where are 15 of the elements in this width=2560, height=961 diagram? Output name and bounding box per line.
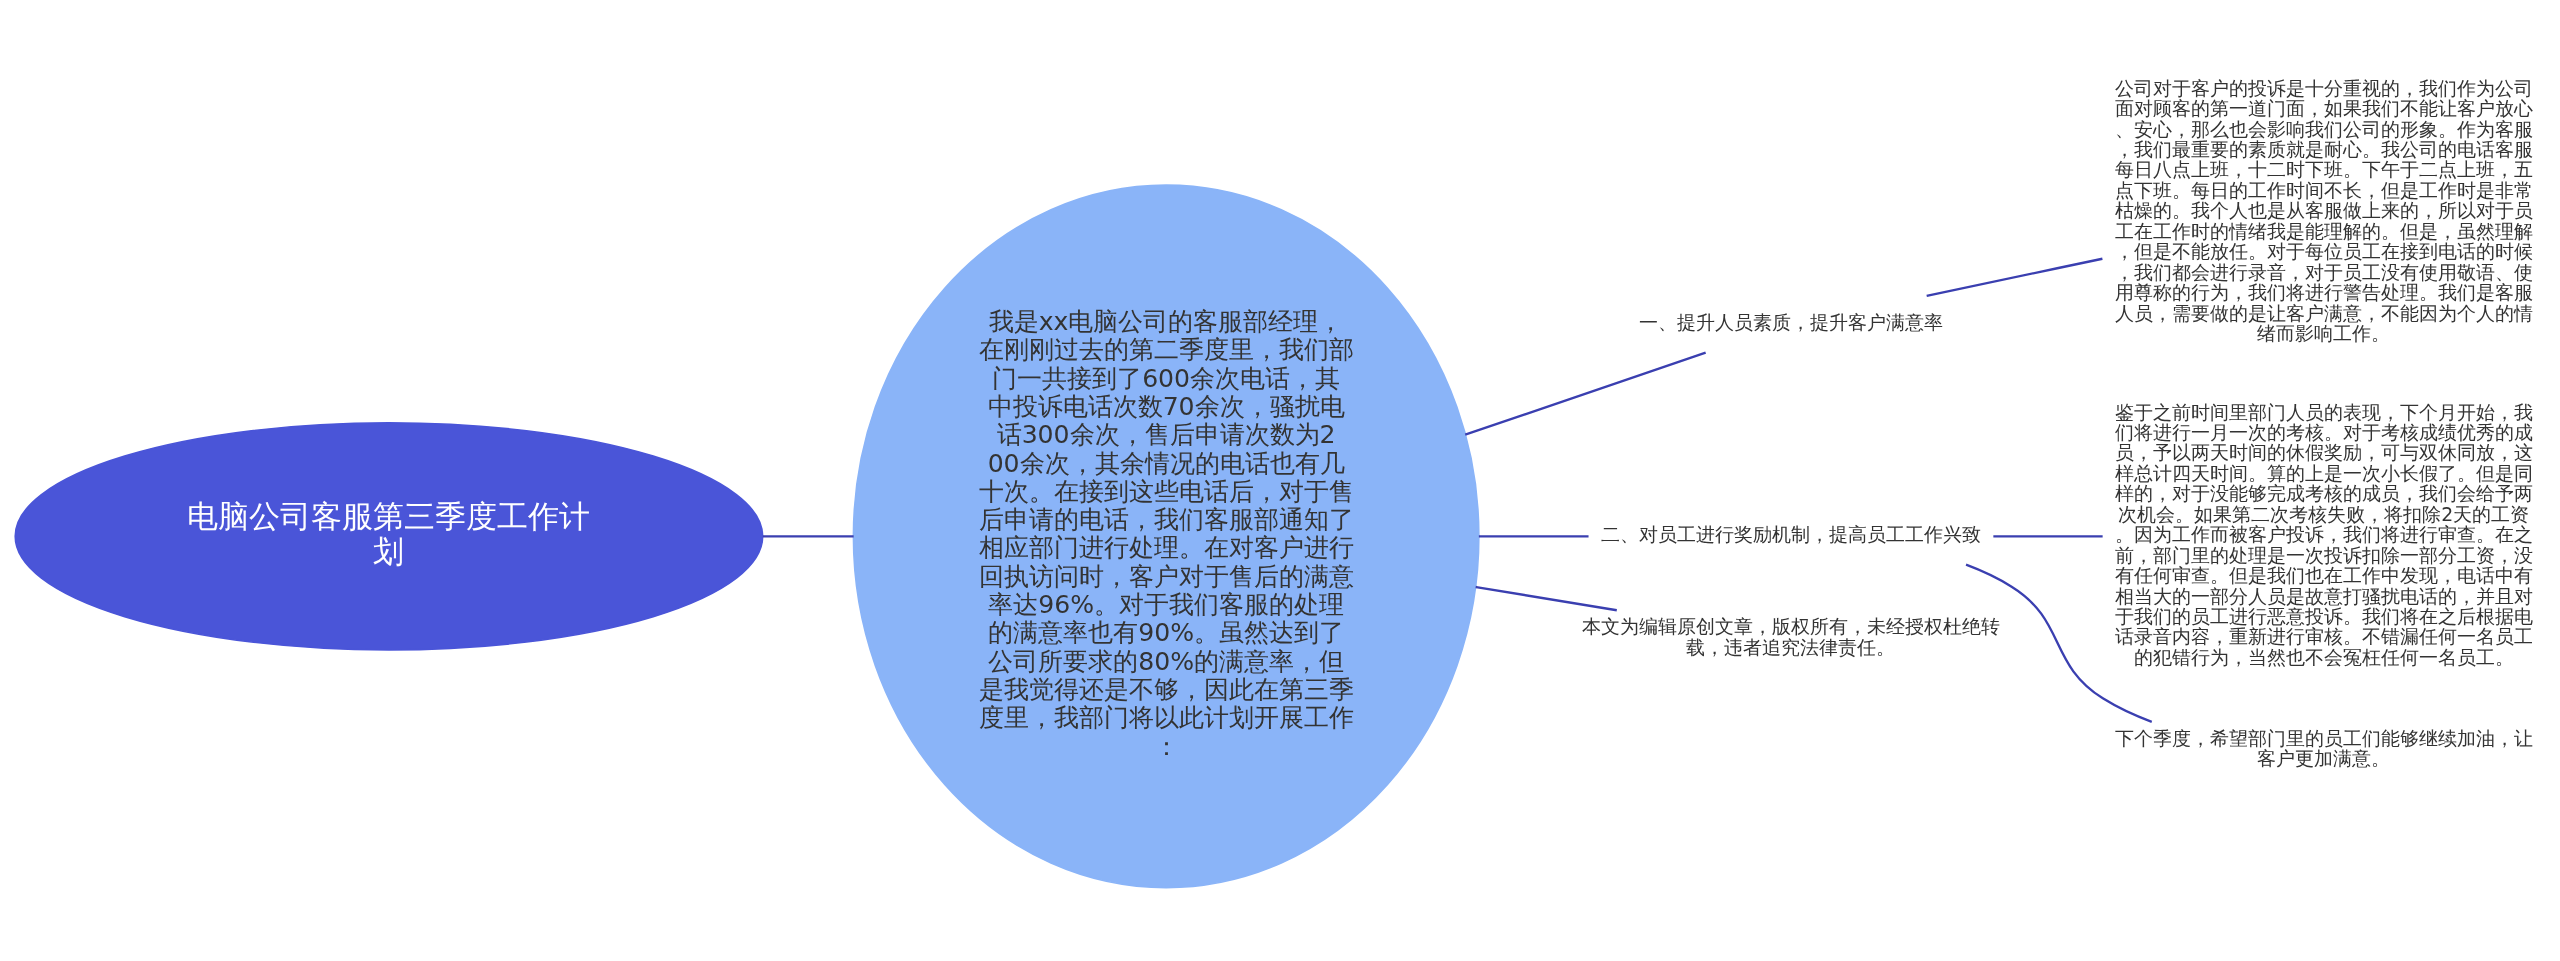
node-ellipse: 我是xx电脑公司的客服部经理，在刚刚过去的第二季度里，我们部门一共接到了600余次电话，其中投诉电话次数70余次，骚扰电话300余次，售后申请次数为200余次，其余情况的电话也有几十次。在接到这些电话后，对于售后申请的电话，我们客服部通知了相应部门进行处理。在对客户进行回执访问时，客户对于售后的满意率达96%。对于我们客服的处理的满意率也有90%。虽然达到了公司所要求的80%的满意率，但是我觉得还是不够，因此在第三季度里，我部门将以此计划开展工作： [852,184,1480,889]
connector [1475,585,1617,612]
node-ellipse: 电脑公司客服第三季度工作计划 [14,421,764,651]
connector [1464,351,1707,436]
node-text: 二、对员工进行奖励机制，提高员工工作兴致 [1600,523,1981,546]
connector [1926,257,2103,297]
node-text: 一、提升人员素质，提升客户满意率 [1638,310,1943,333]
node-text: 本文为编辑原创文章，版权所有，未经授权杜绝转载，违者追究法律责任。 [1581,615,2000,658]
node-text: 下个季度，希望部门里的员工们能够继续加油，让客户更加满意。 [2114,726,2533,770]
connector [1965,563,2153,723]
node-text: 公司对于客户的投诉是十分重视的，我们作为公司面对顾客的第一道门面，如果我们不能让客户放心、安心，那么也会影响我们公司的形象。作为客服，我们最重要的素质就是耐心。我公司的电话客服每日八点上班，十二时下班。下午于二点上班，五点下班。每日的工作时间不长，但是工作时是非常枯燥的。我个人也是从客服做上来的，所以对于员工在工作时的情绪我是能理解的。但是，虽然理解，但是不能放任。对于每位员工在接到电话的时候，我们都会进行录音，对于员工没有使用敬语、使用尊称的行为，我们将进行警告处理。我们是客服人员，需要做的是让客户满意，不能因为个人的情绪而影响工作。 [2114,76,2533,344]
node-text: 鉴于之前时间里部门人员的表现，下个月开始，我们将进行一月一次的考核。对于考核成绩优秀的成员，予以两天时间的休假奖励，可与双休同放，这样总计四天时间。算的上是一次小长假了。但是同样的，对于没能够完成考核的成员，我们会给予两次机会。如果第二次考核失败，将扣除2天的工资。因为工作而被客户投诉，我们将进行审查。在之前，部门里的处理是一次投诉扣除一部分工资，没有任何审查。但是我们也在工作中发现，电话中有相当大的一部分人员是故意打骚扰电话的，并且对于我们的员工进行恶意投诉。我们将在之后根据电话录音内容，重新进行审核。不错漏任何一名员工的犯错行为，当然也不会冤枉任何一名员工。 [2114,400,2533,668]
connector [762,535,854,538]
connector [1993,535,2103,538]
connector [1478,535,1589,538]
